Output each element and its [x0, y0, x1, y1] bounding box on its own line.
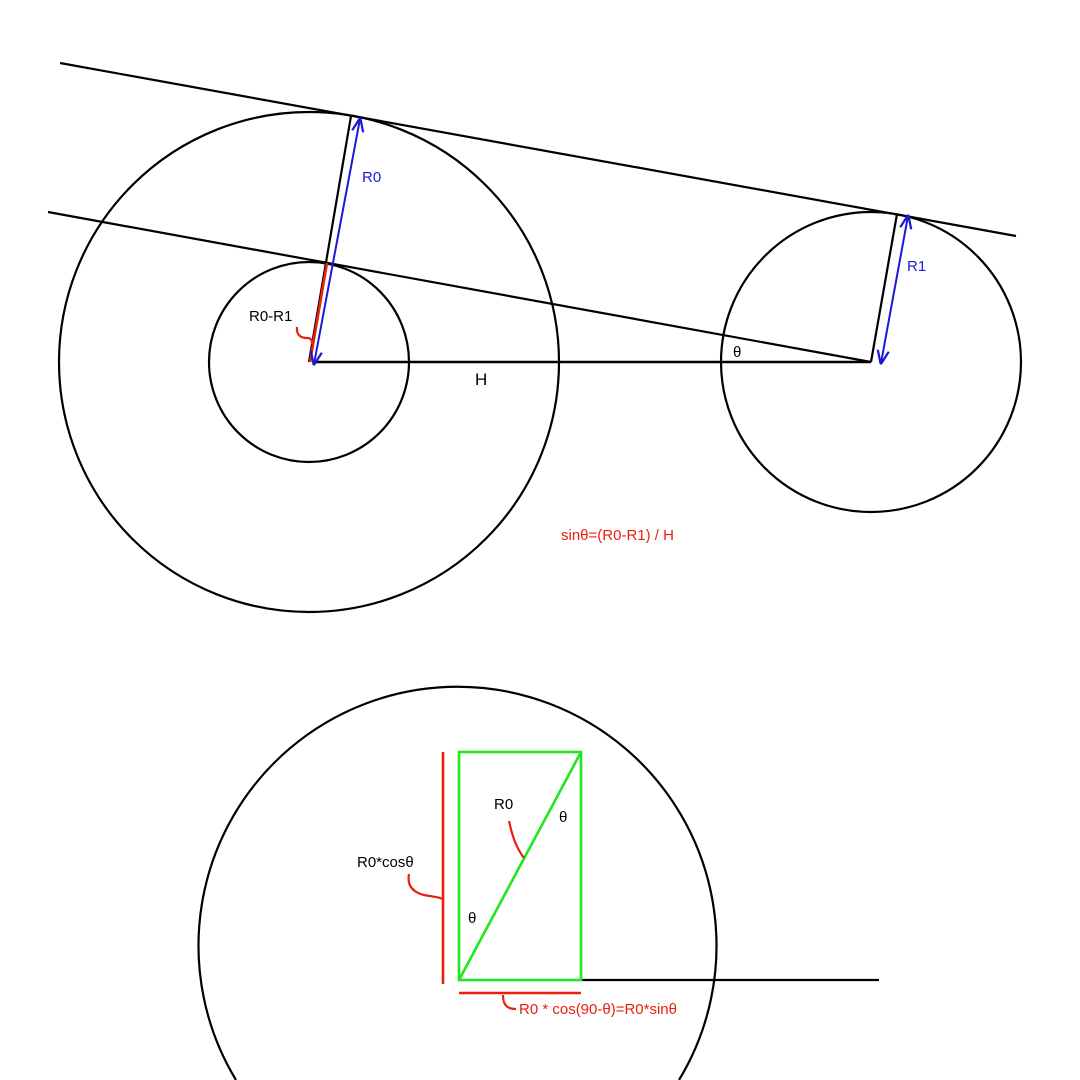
h-label: H — [475, 370, 487, 389]
r1-label: R1 — [907, 258, 926, 275]
r0-label: R0 — [362, 169, 381, 186]
green-hypotenuse — [457, 751, 583, 981]
bottom-circle — [197, 685, 718, 1080]
outer-tangent-line — [59, 61, 1017, 238]
angle-top-label: θ — [559, 809, 567, 826]
r0-minus-r1-pointer — [295, 326, 314, 345]
parallel-line — [47, 210, 872, 364]
small-radius-line — [869, 213, 899, 363]
horizontal-r0-sin-label: R0 * cos(90-θ)=R0*sinθ — [519, 1001, 677, 1018]
hypotenuse-pointer — [507, 820, 525, 859]
theta-label: θ — [733, 344, 741, 361]
top-diagram: R0 R1 R0-R1 H θ sinθ=(R0-R1) / H — [47, 61, 1023, 614]
green-rectangle — [457, 750, 583, 982]
horizontal-pointer — [501, 994, 517, 1011]
r0-arrow — [314, 119, 360, 364]
vertical-pointer — [407, 873, 443, 900]
r1-arrow — [881, 216, 908, 363]
formula-label: sinθ=(R0-R1) / H — [561, 527, 674, 544]
bottom-diagram: R0 θ θ R0*cosθ R0 * cos(90-θ)=R0*sinθ — [197, 685, 879, 1080]
hypotenuse-r0-label: R0 — [494, 796, 513, 813]
angle-bottom-label: θ — [468, 910, 476, 927]
r0-minus-r1-label: R0-R1 — [249, 308, 292, 325]
vertical-r0-cos-label: R0*cosθ — [357, 854, 414, 871]
